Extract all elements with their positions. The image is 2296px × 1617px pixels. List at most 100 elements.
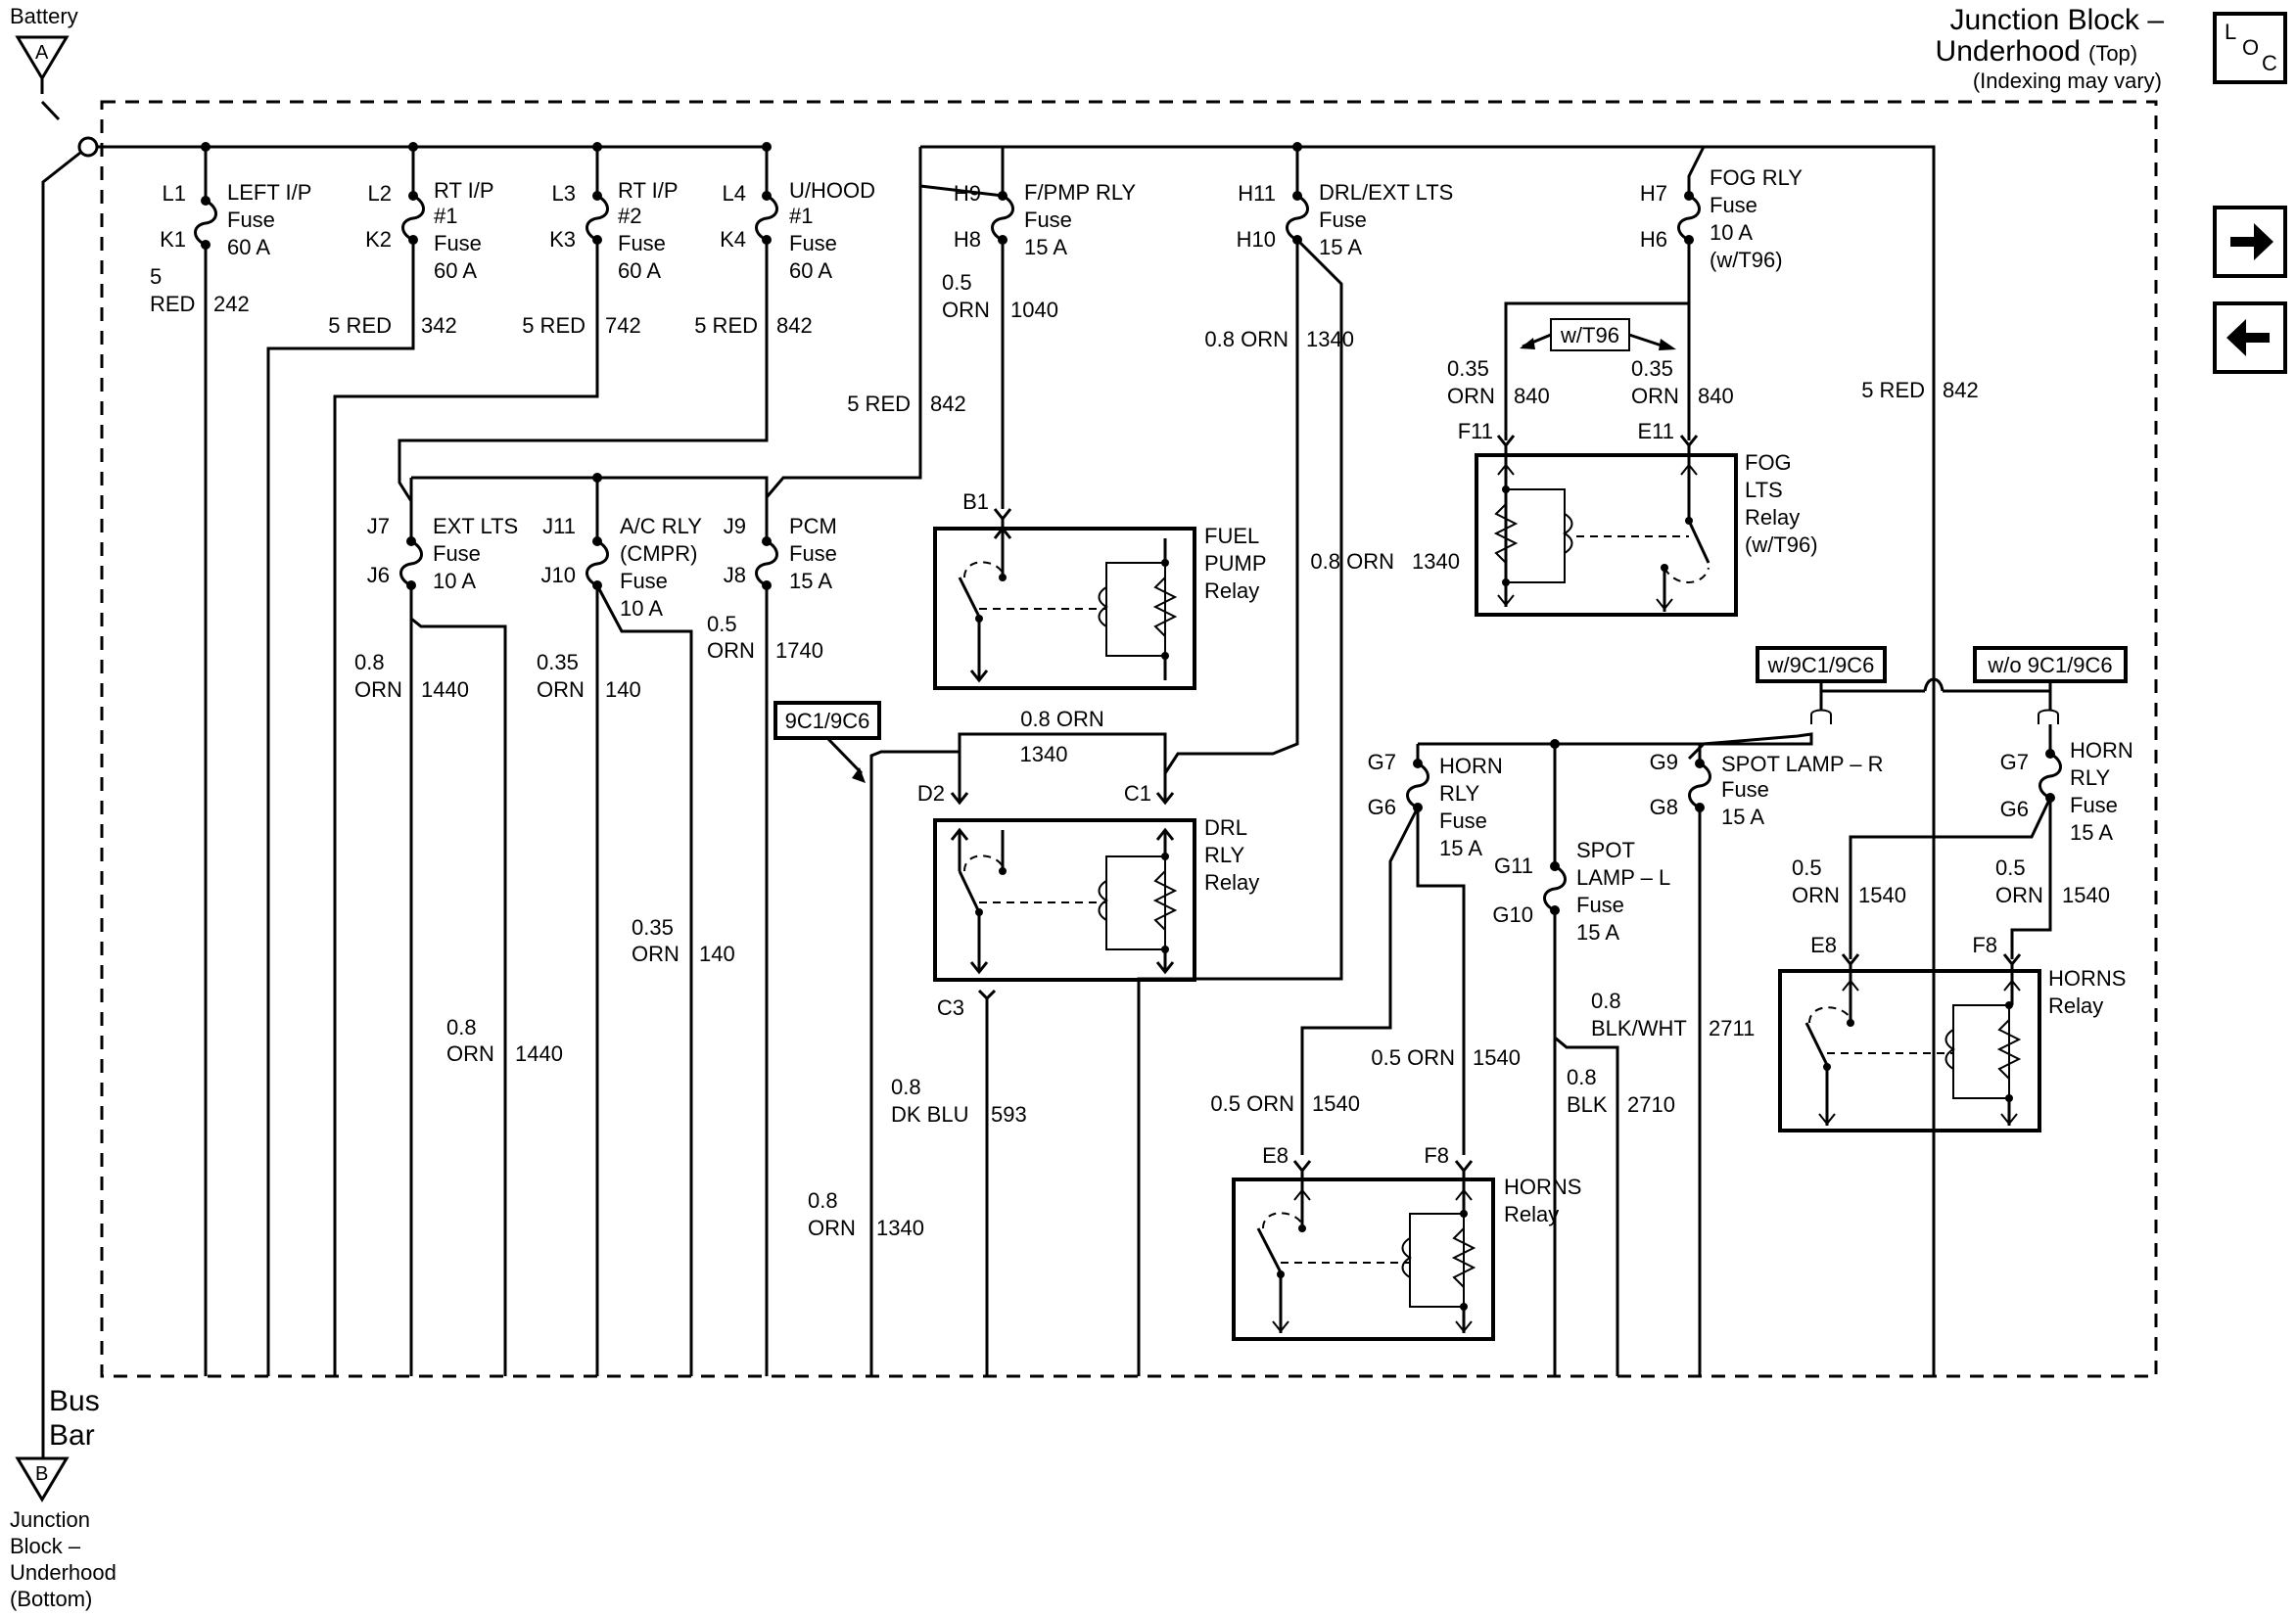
wire-1540-a: 0.5 ORN 1540 — [1371, 1045, 1521, 1070]
wire-593: 0.8 DK BLU 593 — [891, 1075, 1027, 1127]
svg-text:1340: 1340 — [1020, 742, 1068, 766]
svg-text:FOG RLY: FOG RLY — [1710, 165, 1803, 190]
svg-text:G6: G6 — [2000, 797, 2029, 821]
svg-text:15 A: 15 A — [1319, 235, 1362, 259]
svg-text:#2: #2 — [618, 204, 641, 228]
svg-text:1740: 1740 — [775, 638, 823, 663]
fuel-pump-relay: B1 FUEL PUMP Relay — [933, 489, 1267, 690]
svg-text:HORN: HORN — [2070, 738, 2133, 762]
svg-text:H11: H11 — [1238, 181, 1276, 206]
svg-text:1540: 1540 — [1312, 1091, 1360, 1116]
svg-text:ORN: ORN — [1447, 384, 1495, 408]
indexing-note: (Indexing may vary) — [1973, 69, 2162, 93]
svg-text:2711: 2711 — [1709, 1016, 1755, 1040]
wire-1540-c: 0.5 ORN 1540 — [1792, 855, 1906, 907]
horns-relay-right: E8 F8 HORNS Relay — [1778, 933, 2126, 1132]
svg-text:5 RED: 5 RED — [694, 313, 758, 338]
wire-1340-b: 0.8 ORN 1340 — [1310, 549, 1460, 574]
svg-text:15 A: 15 A — [1439, 836, 1482, 860]
svg-text:60 A: 60 A — [789, 258, 832, 283]
svg-text:E8: E8 — [1262, 1143, 1289, 1168]
battery-label: Battery — [10, 4, 78, 28]
svg-text:60 A: 60 A — [618, 258, 661, 283]
svg-text:Fuse: Fuse — [2070, 793, 2118, 817]
svg-text:1540: 1540 — [1473, 1045, 1521, 1070]
svg-text:DRL: DRL — [1204, 815, 1247, 840]
wire-840-b: 0.35 ORN 840 — [1631, 356, 1734, 408]
svg-text:Fuse: Fuse — [1710, 193, 1757, 217]
svg-text:0.5 ORN: 0.5 ORN — [1210, 1091, 1294, 1116]
svg-text:LEFT I/P: LEFT I/P — [227, 180, 311, 205]
svg-text:A/C RLY: A/C RLY — [620, 514, 702, 538]
wire-140-a: 0.35 ORN 140 — [537, 650, 641, 702]
svg-text:(CMPR): (CMPR) — [620, 541, 697, 566]
svg-text:Fuse: Fuse — [1439, 808, 1487, 833]
fuse-fog-rly: H7 H6 FOG RLY Fuse 10 A (w/T96) — [1504, 146, 1803, 440]
wire-1440-a: 0.8 ORN 1440 — [354, 650, 469, 702]
fuse-horn-rly-left: G7 G6 HORN RLY Fuse 15 A — [1300, 732, 1813, 1155]
option-w-9c1-badge: w/9C1/9C6 — [1756, 646, 1887, 683]
battery-connector: A — [15, 35, 70, 81]
svg-text:9C1/9C6: 9C1/9C6 — [785, 709, 870, 733]
svg-text:0.8 ORN: 0.8 ORN — [1310, 549, 1394, 574]
svg-text:0.5: 0.5 — [942, 270, 972, 295]
fuse-spot-lamp-r: G9 G8 SPOT LAMP – R Fuse 15 A — [1650, 744, 1883, 1376]
svg-text:0.8: 0.8 — [354, 650, 385, 674]
bottom-ref-line1: Junction — [10, 1507, 90, 1532]
fuse-ac-rly: J11 J10 A/C RLY (CMPR) Fuse 10 A — [541, 478, 702, 1376]
svg-text:FOG: FOG — [1745, 450, 1792, 475]
svg-text:C3: C3 — [937, 995, 964, 1020]
option-9c1-badge: 9C1/9C6 — [773, 701, 881, 783]
svg-text:J11: J11 — [542, 514, 576, 538]
page-title: Junction Block – — [1950, 4, 2165, 36]
svg-text:Fuse: Fuse — [618, 231, 666, 255]
svg-text:J7: J7 — [367, 514, 390, 538]
prev-page-button[interactable] — [2213, 301, 2287, 374]
svg-text:342: 342 — [421, 313, 457, 338]
svg-text:242: 242 — [213, 292, 250, 316]
svg-text:0.8 ORN: 0.8 ORN — [1020, 707, 1104, 731]
next-page-button[interactable] — [2213, 206, 2287, 278]
svg-text:J8: J8 — [724, 563, 746, 587]
svg-text:L3: L3 — [552, 181, 576, 206]
fuse-uhood-1: L4 K4 U/HOOD #1 Fuse 60 A — [398, 142, 875, 502]
svg-text:G9: G9 — [1650, 750, 1678, 774]
svg-text:0.5: 0.5 — [1792, 855, 1822, 880]
svg-text:LAMP – L: LAMP – L — [1576, 865, 1670, 890]
svg-text:B: B — [35, 1463, 48, 1485]
fuse-left-ip: L1 K1 LEFT I/P Fuse 60 A — [160, 142, 311, 1376]
svg-text:Fuse: Fuse — [1721, 777, 1769, 802]
fuse-fpmp-rly: H9 H8 F/PMP RLY Fuse 15 A — [954, 180, 1136, 509]
svg-text:593: 593 — [991, 1102, 1027, 1127]
svg-text:Fuse: Fuse — [620, 569, 668, 593]
wire-1540-b: 0.5 ORN 1540 — [1210, 1091, 1360, 1116]
svg-text:F8: F8 — [1972, 933, 1997, 957]
svg-text:ORN: ORN — [632, 942, 679, 966]
svg-text:Relay: Relay — [1745, 505, 1800, 530]
wire-842-c: 5 RED 842 — [1861, 378, 1979, 402]
bottom-ref-line4: (Bottom) — [10, 1587, 92, 1611]
svg-text:LTS: LTS — [1745, 478, 1783, 502]
svg-text:G7: G7 — [1368, 750, 1396, 774]
svg-text:G6: G6 — [1368, 795, 1396, 819]
svg-text:Fuse: Fuse — [434, 231, 482, 255]
option-wo-9c1-badge: w/o 9C1/9C6 — [1973, 646, 2128, 683]
svg-text:RLY: RLY — [1439, 781, 1479, 806]
svg-text:#1: #1 — [434, 204, 457, 228]
wire-140-b: 0.35 ORN 140 — [632, 915, 735, 966]
fuse-rt-ip-2: L3 K3 RT I/P #2 Fuse 60 A — [333, 142, 679, 1376]
svg-text:15 A: 15 A — [1024, 235, 1067, 259]
svg-text:RT I/P: RT I/P — [434, 178, 494, 203]
loc-button[interactable]: L O C — [2213, 12, 2287, 84]
svg-text:0.5: 0.5 — [707, 612, 737, 636]
svg-text:J6: J6 — [367, 563, 390, 587]
svg-text:RT I/P: RT I/P — [618, 178, 679, 203]
fuse-ext-lts: J7 J6 EXT LTS Fuse 10 A — [367, 478, 518, 1376]
option-w-t96-badge: w/T96 — [1520, 318, 1676, 351]
svg-text:RED: RED — [150, 292, 195, 316]
svg-text:BLK/WHT: BLK/WHT — [1591, 1016, 1687, 1040]
drl-relay: 0.8 ORN 1340 D2 C1 DRL RLY Relay C3 — [917, 707, 1259, 1376]
svg-text:ORN: ORN — [808, 1216, 856, 1240]
svg-text:0.8: 0.8 — [891, 1075, 921, 1099]
